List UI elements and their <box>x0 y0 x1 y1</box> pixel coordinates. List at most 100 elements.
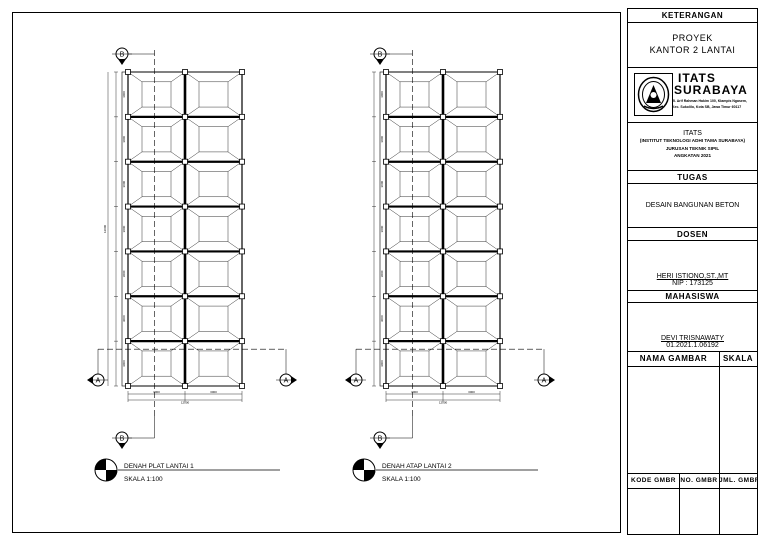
dim-side-label: 3000 <box>122 136 126 143</box>
dim-bottom-right-label: 3000 <box>468 390 475 394</box>
column <box>440 338 446 345</box>
jml-gambar-heading: JML. GMBR <box>719 474 757 489</box>
column <box>497 293 503 300</box>
dim-side-label: 3000 <box>380 270 384 277</box>
slab-panel <box>385 296 444 342</box>
column <box>239 293 245 300</box>
skala-column-divider <box>719 366 720 474</box>
keterangan-heading: KETERANGAN <box>628 9 757 23</box>
column <box>239 383 245 389</box>
itats-logo-icon <box>634 73 673 116</box>
section-mark-label: A <box>542 378 547 385</box>
column <box>440 293 446 300</box>
dim-bottom-left-label: 3000 <box>153 390 160 394</box>
codes-divider-2 <box>719 488 720 534</box>
column <box>497 113 503 120</box>
institution-full: (INSTITUT TEKNOLOGI ADHI TAMA SURABAYA) <box>639 138 746 143</box>
column <box>383 113 389 120</box>
dim-side-label: 3000 <box>380 180 384 187</box>
plan-title-symbol-icon <box>352 458 376 482</box>
tugas-value: DESAIN BANGUNAN BETON <box>628 184 757 228</box>
column <box>497 203 503 210</box>
tugas-heading: TUGAS <box>628 171 757 184</box>
logo-address-line2: Kec. Sukolilo, Kota SB, Jawa Timur 60117 <box>672 105 742 109</box>
dim-side-label: 3000 <box>122 315 126 322</box>
column <box>440 248 446 255</box>
column <box>125 383 131 389</box>
column <box>239 69 245 75</box>
slab-panel <box>184 71 243 118</box>
column <box>125 248 131 255</box>
dim-side-label: 3000 <box>380 136 384 143</box>
column <box>497 338 503 345</box>
slab-panel <box>442 116 501 162</box>
slab-panel <box>184 116 243 162</box>
nama-gambar-heading: NAMA GAMBAR <box>628 352 720 367</box>
project-section: PROYEK KANTOR 2 LANTAI <box>628 23 757 68</box>
slab-panel <box>184 161 243 207</box>
project-label: PROYEK <box>672 33 713 43</box>
column <box>383 203 389 210</box>
slab-panel <box>385 71 444 118</box>
slab-panel <box>127 206 186 252</box>
slab-panel <box>127 116 186 162</box>
section-mark-b-bottom: B <box>370 431 390 449</box>
slab-panel <box>442 340 501 387</box>
logo-address-line1: Jl. Arif Rahman Hakim 100, Klampis Ngase… <box>672 99 747 103</box>
dosen-nip: NIP : 173125 <box>672 280 713 287</box>
column <box>383 293 389 300</box>
column <box>239 338 245 345</box>
column <box>125 293 131 300</box>
dim-bottom-right-label: 3000 <box>210 390 217 394</box>
slab-panel <box>184 340 243 387</box>
section-mark-label: B <box>378 436 383 443</box>
section-mark-label: A <box>354 378 359 385</box>
column <box>440 158 446 165</box>
column <box>182 69 188 75</box>
slab-panel <box>184 296 243 342</box>
column <box>383 69 389 75</box>
dim-total-label: 12000 <box>181 401 190 405</box>
column <box>239 113 245 120</box>
slab-panel <box>385 340 444 387</box>
dim-total-left-label: 12000 <box>103 224 107 233</box>
section-mark-a-left: A <box>87 373 108 387</box>
codes-divider-1 <box>679 488 680 534</box>
column <box>125 69 131 75</box>
slab-panel <box>127 340 186 387</box>
column <box>440 113 446 120</box>
slab-panel <box>385 206 444 252</box>
section-mark-a-right: A <box>534 373 555 387</box>
section-mark-b-top: B <box>112 47 132 65</box>
logo-text-itats: ITATS <box>678 71 716 85</box>
project-name: KANTOR 2 LANTAI <box>649 45 736 55</box>
dosen-heading: DOSEN <box>628 228 757 241</box>
slab-panel <box>442 251 501 297</box>
section-mark-b-bottom: B <box>112 431 132 449</box>
dim-side-label: 3000 <box>122 270 126 277</box>
dim-side-label: 3000 <box>380 225 384 232</box>
department: JURUSAN TEKNIK SIPIL <box>665 145 720 151</box>
mahasiswa-nim: 01.2021.1.06192 <box>666 342 719 349</box>
mahasiswa-heading: MAHASISWA <box>628 291 757 303</box>
dim-side-label: 3000 <box>122 360 126 367</box>
logo-text-surabaya: SURABAYA <box>674 83 748 97</box>
dim-side-label: 3000 <box>122 225 126 232</box>
column <box>125 158 131 165</box>
slab-panel <box>385 116 444 162</box>
slab-panel <box>442 71 501 118</box>
column <box>182 383 188 389</box>
column <box>497 383 503 389</box>
plan-scale: SKALA 1:100 <box>382 476 421 483</box>
institution-short: ITATS <box>683 130 702 137</box>
slab-panel <box>127 251 186 297</box>
institution-logo-block: ITATS SURABAYA Jl. Arif Rahman Hakim 100… <box>628 68 757 123</box>
plan-title: DENAH ATAP LANTAI 2 <box>382 463 452 470</box>
section-mark-label: B <box>120 436 125 443</box>
column <box>497 248 503 255</box>
plan-title: DENAH PLAT LANTAI 1 <box>124 463 194 470</box>
dim-bottom-left-label: 3000 <box>411 390 418 394</box>
column <box>125 203 131 210</box>
slab-panel <box>184 206 243 252</box>
